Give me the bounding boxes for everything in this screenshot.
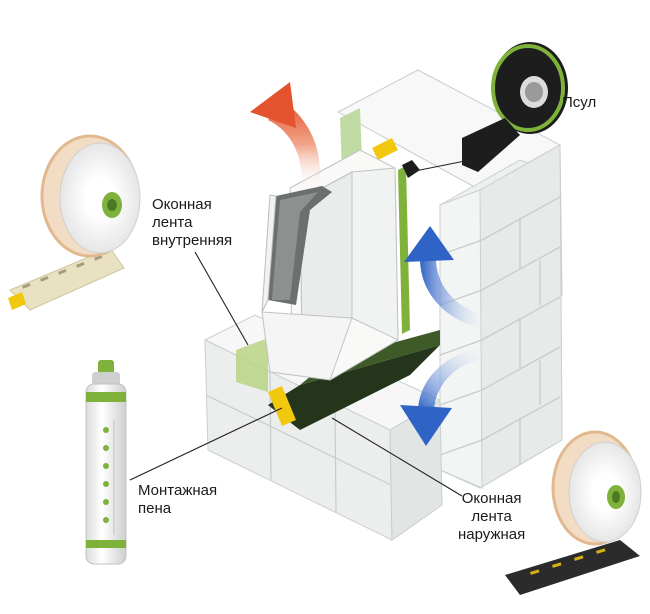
foam-label-line-2: пена	[138, 500, 172, 517]
inner-tape-roll	[8, 134, 141, 311]
leader-psul-to-gap	[409, 159, 471, 173]
warm-air-arrow	[250, 82, 321, 190]
brick-wall	[203, 69, 563, 541]
leader-psul	[531, 99, 561, 111]
psul-label: Псул	[562, 94, 596, 112]
inner-tape-label: Оконная лента внутренняя	[152, 196, 232, 250]
foam-label-line-1: Монтажная	[138, 482, 218, 499]
inner-tape-label-line-3: внутренняя	[152, 232, 233, 249]
outer-tape-label: Оконная лента наружная	[458, 490, 525, 544]
outer-tape-label-line-2: лента	[471, 508, 512, 525]
psul-tape-roll	[402, 42, 568, 178]
inner-tape-label-line-2: лента	[152, 214, 193, 231]
mounting-foam-can	[85, 360, 127, 565]
outer-tape-label-line-1: Оконная	[461, 490, 522, 507]
leader-foam	[129, 407, 283, 481]
inner-tape-label-line-1: Оконная	[152, 196, 212, 213]
cold-air-arrow-upper	[404, 226, 490, 330]
outer-tape-roll	[505, 430, 642, 595]
outer-tape-label-line-3: наружная	[458, 526, 526, 543]
window-frame	[261, 149, 399, 381]
cold-air-arrow-lower	[400, 345, 490, 446]
psul-label-text: Псул	[562, 94, 597, 111]
foam-label: Монтажная пена	[138, 482, 217, 518]
leader-lines	[129, 99, 561, 497]
leader-outer-tape	[331, 417, 463, 497]
leader-inner-tape	[194, 251, 249, 346]
